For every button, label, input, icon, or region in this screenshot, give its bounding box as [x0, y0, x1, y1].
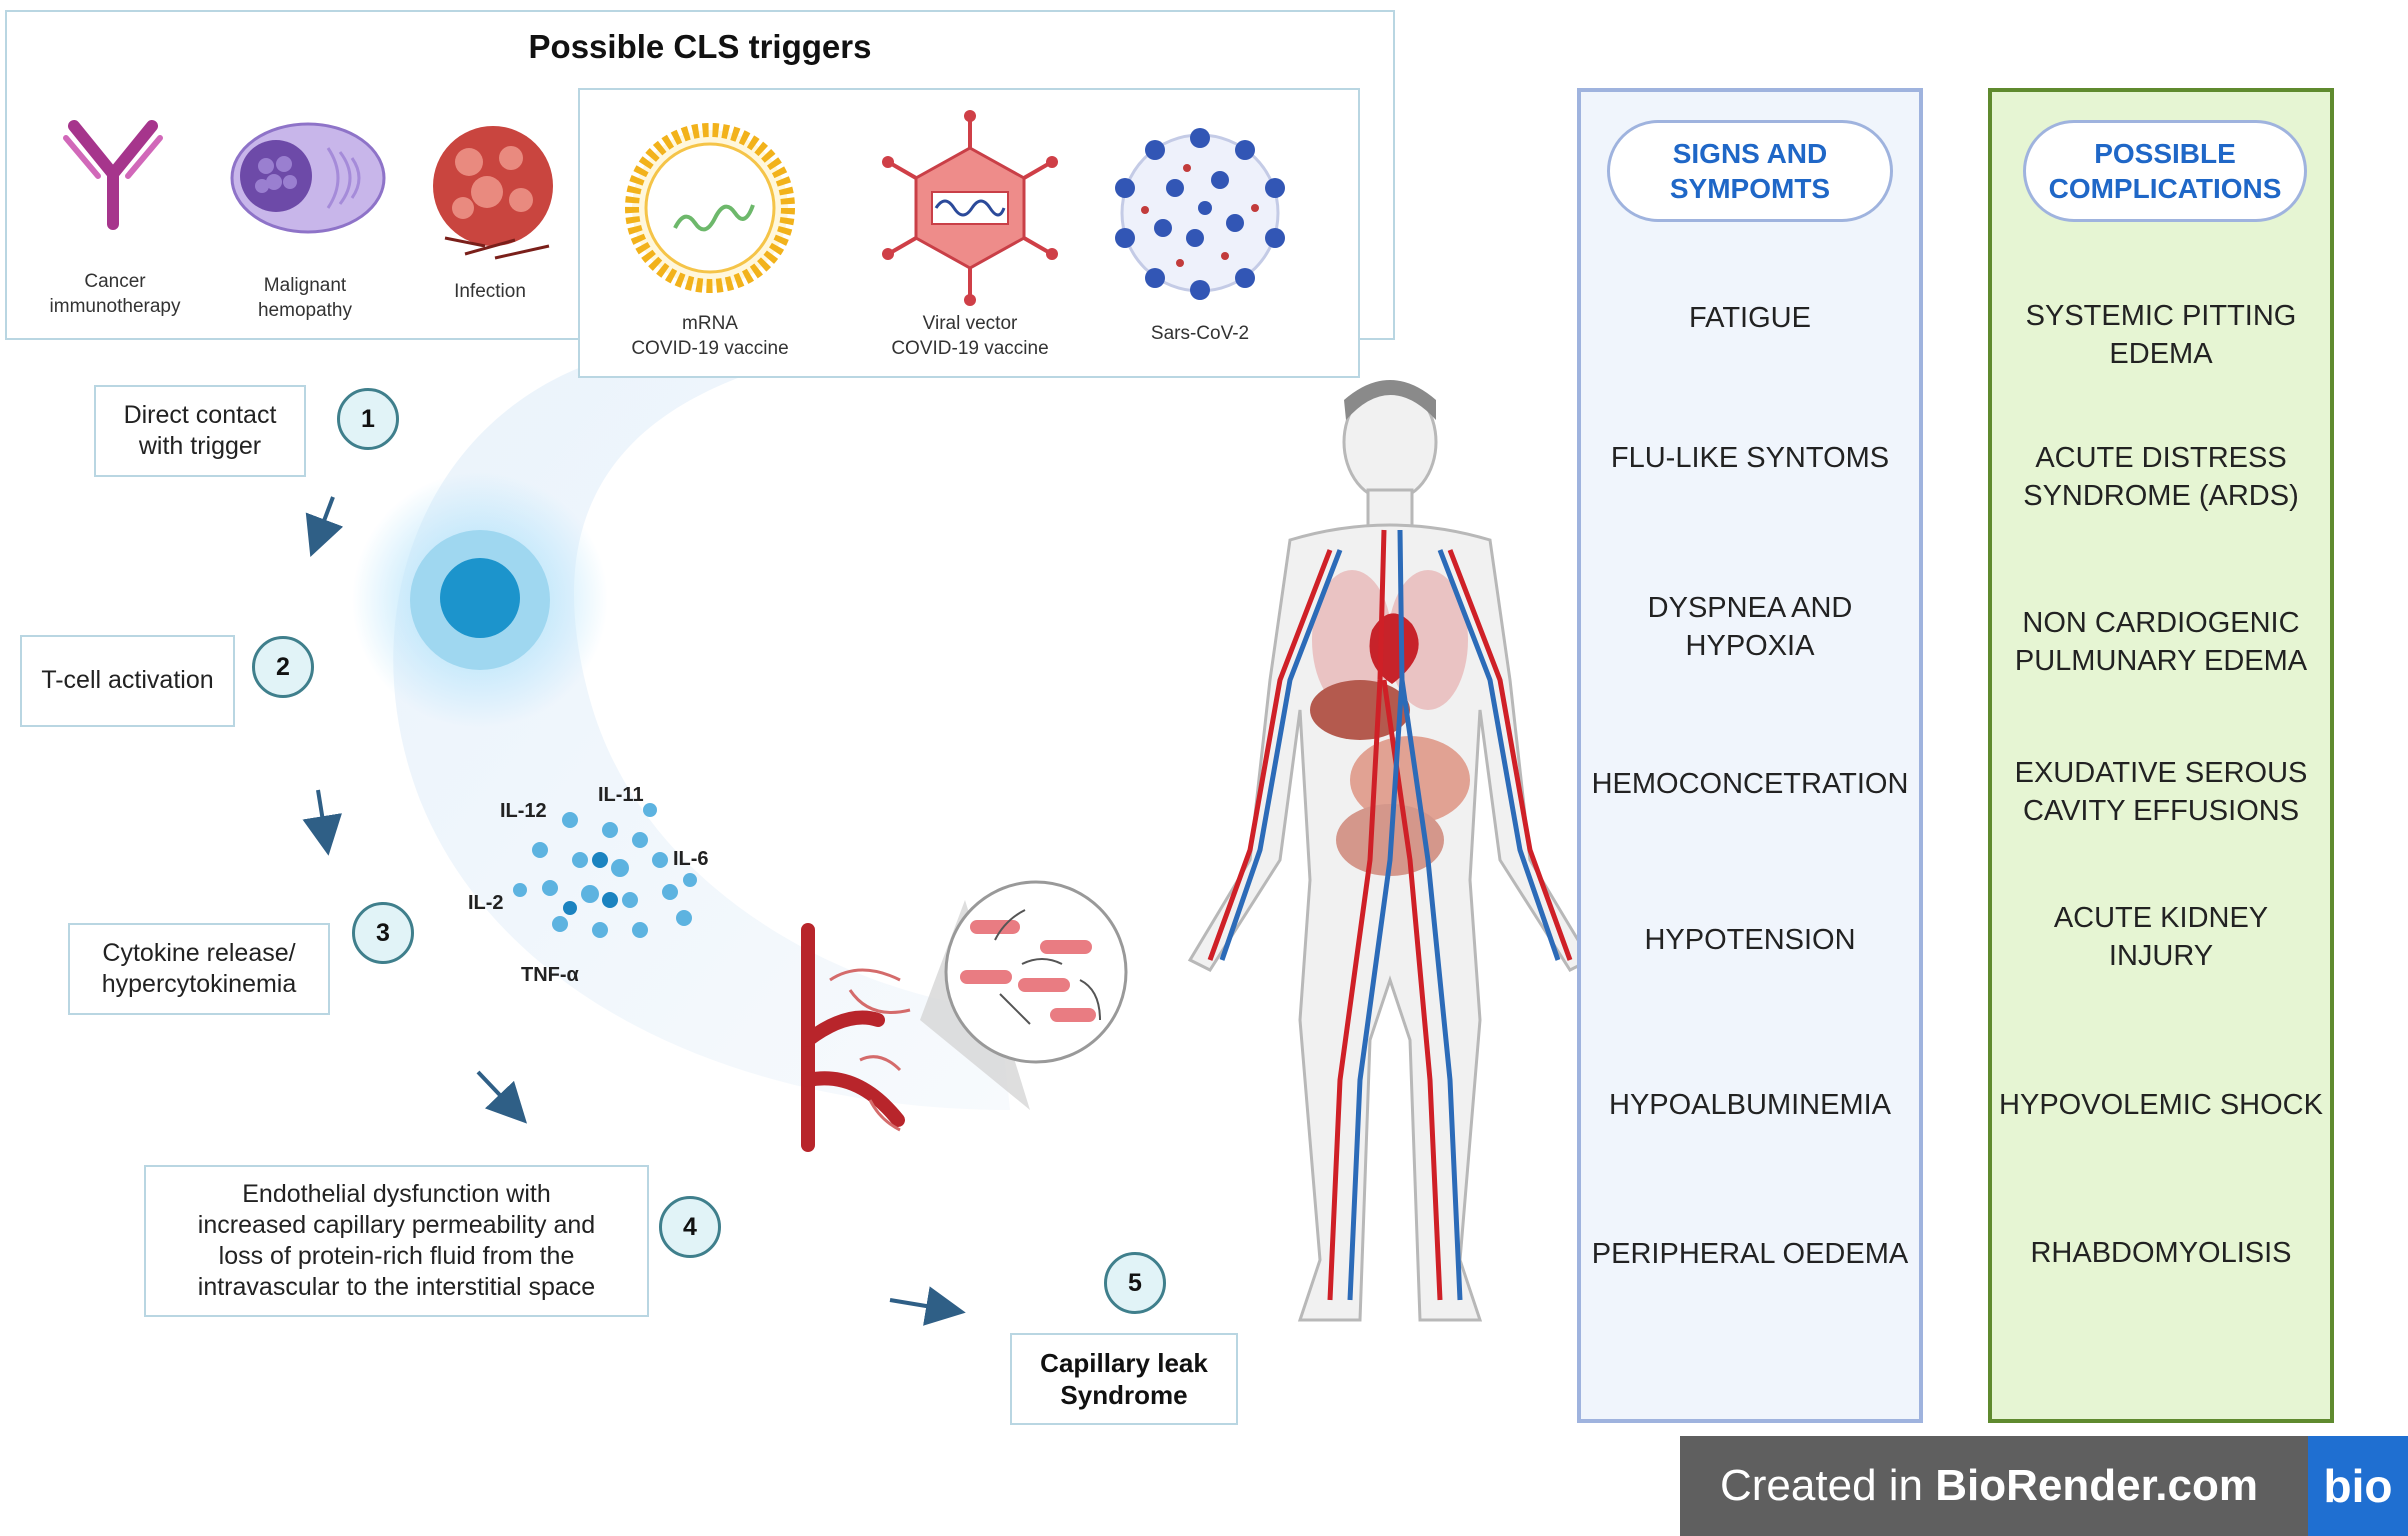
sign-item-hemoconcentration: HEMOCONCETRATION: [1591, 768, 1909, 800]
complication-item-hypovolemic-shock: HYPOVOLEMIC SHOCK: [1999, 1089, 2323, 1121]
triggers-title: Possible CLS triggers: [528, 28, 872, 65]
trigger-label-infection: Infection: [454, 281, 526, 302]
step-4-box: Endothelial dysfunction with increased c…: [144, 1165, 649, 1317]
complication-item-serous-effusions: EXUDATIVE SEROUS CAVITY EFFUSIONS: [2014, 757, 2308, 827]
step-5-box: Capillary leak Syndrome: [1010, 1333, 1238, 1425]
infected-cell-icon: [433, 126, 553, 260]
arrow-2-to-3: [302, 789, 342, 856]
trigger-label-sars-cov-2: Sars-CoV-2: [1150, 323, 1250, 344]
malignant-cell-icon: [230, 122, 386, 234]
step-1-box: Direct contact with trigger: [94, 385, 306, 477]
viral-vector-icon: [882, 110, 1058, 306]
t-cell-icon: [352, 472, 608, 728]
step-5-circle: 5: [1104, 1252, 1166, 1314]
step-3-circle: 3: [352, 902, 414, 964]
cytokine-label-il6: IL-6: [673, 848, 709, 870]
human-body-illustration: [1187, 380, 1593, 1322]
sign-item-flu-like: FLU-LIKE SYNTOMS: [1610, 442, 1890, 474]
cytokine-label-il12: IL-12: [500, 800, 547, 822]
sign-item-peripheral-oedema: PERIPHERAL OEDEMA: [1591, 1238, 1909, 1270]
arrow-4-to-5: [889, 1286, 966, 1326]
trigger-label-malignant-hemopathy: Malignant hemopathy: [257, 275, 352, 321]
sign-item-hypotension: HYPOTENSION: [1644, 924, 1856, 956]
complication-item-pitting-edema: SYSTEMIC PITTING EDEMA: [2025, 300, 2297, 370]
complications-title-pill: POSSIBLE COMPLICATIONS: [2023, 120, 2307, 222]
complications-title: POSSIBLE COMPLICATIONS: [2048, 138, 2282, 204]
step-1-circle: 1: [337, 388, 399, 450]
sign-item-fatigue: FATIGUE: [1689, 302, 1811, 334]
sign-item-dyspnea: DYSPNEA AND HYPOXIA: [1647, 592, 1853, 662]
step-3-text: Cytokine release/ hypercytokinemia: [101, 938, 297, 998]
sign-item-hypoalbuminemia: HYPOALBUMINEMIA: [1609, 1089, 1891, 1121]
step-4-text: Endothelial dysfunction with increased c…: [197, 1179, 596, 1302]
cytokine-cluster: [513, 803, 697, 938]
complication-item-ards: ACUTE DISTRESS SYNDROME (ARDS): [2023, 442, 2299, 512]
trigger-label-viral-vector-vaccine: Viral vector COVID-19 vaccine: [891, 313, 1049, 359]
step-4-circle: 4: [659, 1196, 721, 1258]
cytokine-label-il11: IL-11: [598, 784, 644, 806]
lipid-nanoparticle-icon: [625, 123, 795, 293]
watermark-brand: BioRender.com: [1935, 1461, 2258, 1510]
step-3-box: Cytokine release/ hypercytokinemia: [68, 923, 330, 1015]
complication-item-rhabdomyolysis: RHABDOMYOLISIS: [2030, 1237, 2292, 1269]
step-2-text: T-cell activation: [41, 666, 214, 695]
antibody-icon: [63, 120, 163, 230]
capillary-zoom-illustration: [801, 880, 1128, 1152]
trigger-label-mrna-vaccine: mRNA COVID-19 vaccine: [631, 313, 789, 359]
complications-column: [1988, 88, 2334, 1423]
step-2-box: T-cell activation: [20, 635, 235, 727]
trigger-label-cancer-immunotherapy: Cancer immunotherapy: [49, 271, 181, 317]
step-2-circle: 2: [252, 636, 314, 698]
step-1-text: Direct contact with trigger: [123, 400, 277, 460]
signs-column: [1577, 88, 1923, 1423]
arrow-1-to-2: [305, 496, 344, 557]
coronavirus-icon: [1115, 128, 1285, 300]
complication-item-pulmonary-edema: NON CARDIOGENIC PULMUNARY EDEMA: [2014, 607, 2308, 677]
biorender-logo: bio: [2308, 1436, 2408, 1536]
complication-item-kidney-injury: ACUTE KIDNEY INJURY: [2053, 902, 2269, 972]
signs-title: SIGNS AND SYMPOMTS: [1669, 138, 1831, 204]
cytokine-label-tnf: TNF-α: [521, 964, 579, 986]
step-5-text: Capillary leak Syndrome: [1040, 1347, 1208, 1411]
cytokine-label-il2: IL-2: [468, 892, 504, 914]
watermark-prefix: Created in: [1720, 1461, 1936, 1510]
signs-title-pill: SIGNS AND SYMPOMTS: [1607, 120, 1893, 222]
biorender-watermark[interactable]: Created in BioRender.com bio: [1680, 1436, 2408, 1536]
arrow-3-to-4: [476, 1070, 528, 1124]
